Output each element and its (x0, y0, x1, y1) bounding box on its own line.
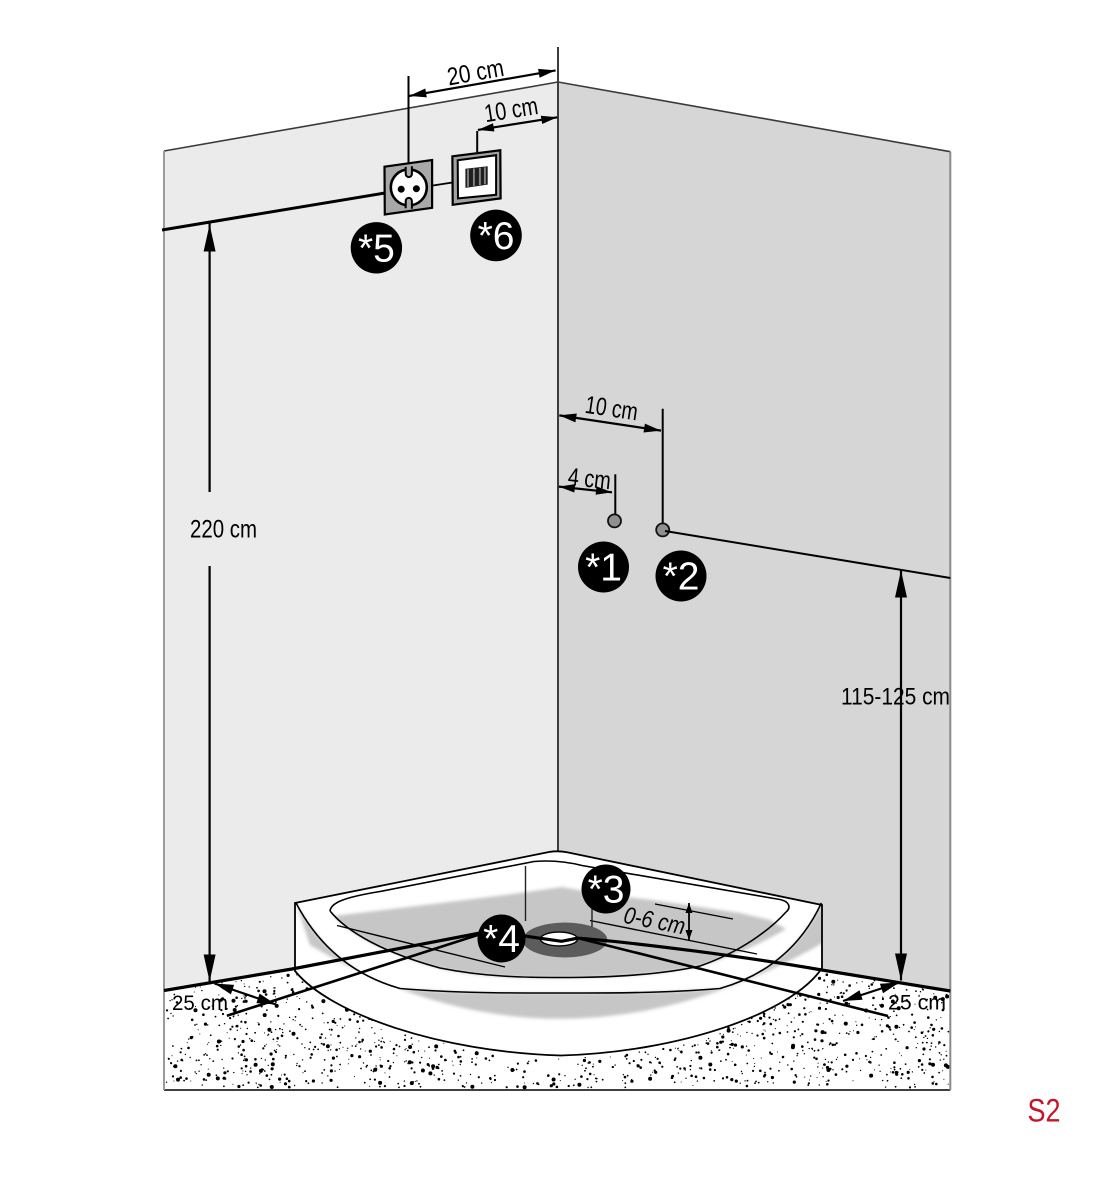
svg-text:S2: S2 (1028, 1093, 1061, 1129)
svg-text:*6: *6 (478, 215, 515, 258)
svg-text:*1: *1 (585, 547, 622, 590)
svg-text:25 cm: 25 cm (172, 991, 228, 1015)
svg-text:220 cm: 220 cm (190, 516, 257, 544)
svg-text:*3: *3 (588, 869, 625, 912)
svg-text:*4: *4 (483, 918, 520, 961)
svg-text:*5: *5 (358, 227, 395, 270)
svg-text:*2: *2 (663, 556, 700, 599)
svg-text:25 cm: 25 cm (888, 991, 946, 1015)
svg-text:4 cm: 4 cm (567, 463, 613, 495)
svg-text:115-125 cm: 115-125 cm (841, 684, 950, 711)
